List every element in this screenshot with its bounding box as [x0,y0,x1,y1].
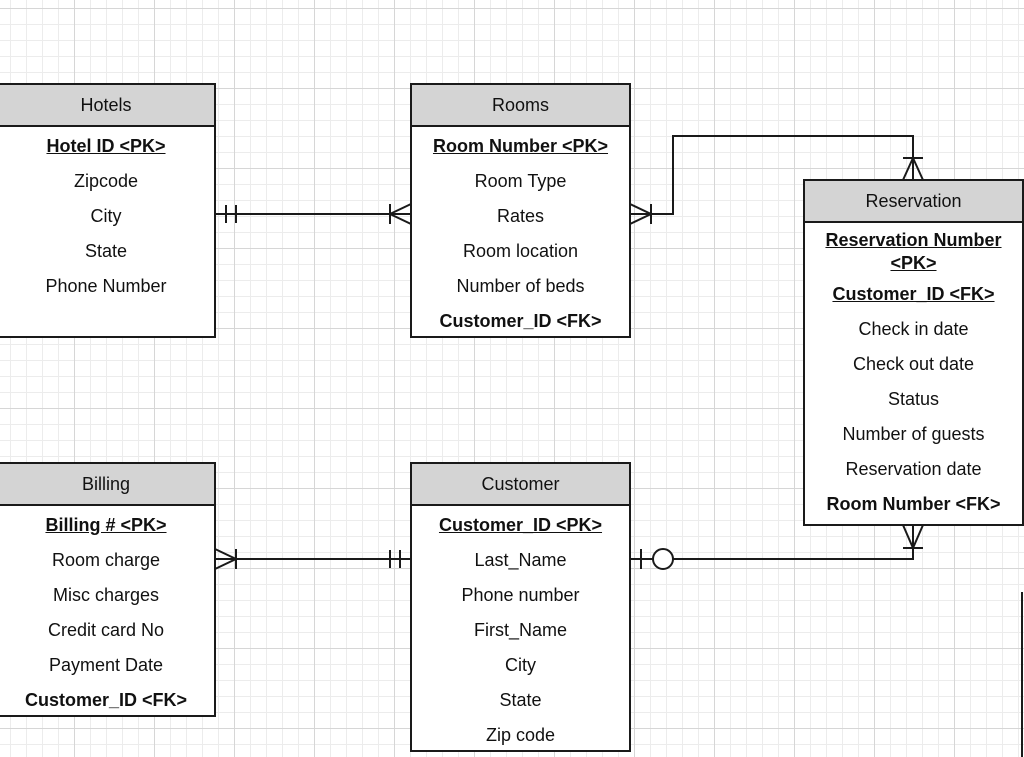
relationship-rooms-reservation [629,135,924,225]
attribute-row: Zipcode [73,171,139,191]
entity-title: Customer [412,464,629,506]
zero-mark [652,548,674,570]
attribute-row: Room location [462,241,579,261]
crows-foot [214,548,239,570]
attribute-row: Last_Name [474,550,567,570]
attribute-row: Phone number [461,585,580,605]
attribute-row: Reservation Number <PK> [825,230,1002,273]
attribute-row: Billing # <PK> [45,515,167,535]
attribute-row: Check in date [858,319,969,339]
entity-title: Hotels [0,85,214,127]
attribute-row: Room Number <FK> [826,494,1001,514]
crows-foot [902,155,924,181]
attribute-row: Customer_ID <PK> [438,515,603,535]
entity-title: Rooms [412,85,629,127]
attribute-row: Number of beds [456,276,585,296]
attribute-row: Phone Number [45,276,167,296]
connector-line [630,525,914,560]
connector-line [630,135,914,215]
entity-reservation[interactable]: Reservation Reservation Number <PK> Custo… [803,179,1024,526]
attribute-row: Customer_ID <FK> [24,690,188,710]
attribute-row: City [90,206,122,226]
crows-foot [387,203,412,225]
relationship-billing-customer [214,548,411,570]
attribute-row: Number of guests [842,424,985,444]
attribute-row: City [505,655,536,675]
attribute-row: Room Number <PK> [432,136,609,156]
attribute-list: Reservation Number <PK> Customer_ID <FK> C… [805,223,1022,522]
attribute-row: Hotel ID <PK> [46,136,166,156]
attribute-row: Zip code [485,725,556,745]
attribute-row: State [499,690,542,710]
attribute-row: Reservation date [845,459,982,479]
attribute-row: Payment Date [48,655,164,675]
entity-title: Reservation [805,181,1022,223]
attribute-row: Check out date [852,354,975,374]
attribute-row: Customer_ID <FK> [832,284,995,304]
relationship-hotels-rooms [215,203,412,225]
attribute-row: Credit card No [47,620,165,640]
attribute-row: Room Type [474,171,567,191]
crows-foot [902,524,924,551]
crows-foot [629,203,654,225]
attribute-row: First_Name [473,620,567,640]
attribute-row: Room charge [51,550,161,570]
attribute-row: Customer_ID <FK> [439,311,602,331]
relationship-customer-reservation [630,524,924,570]
attribute-row: Rates [496,206,545,226]
attribute-row: Misc charges [52,585,160,605]
attribute-row: Status [887,389,940,409]
attribute-row: State [84,241,128,261]
entity-title: Billing [0,464,214,506]
